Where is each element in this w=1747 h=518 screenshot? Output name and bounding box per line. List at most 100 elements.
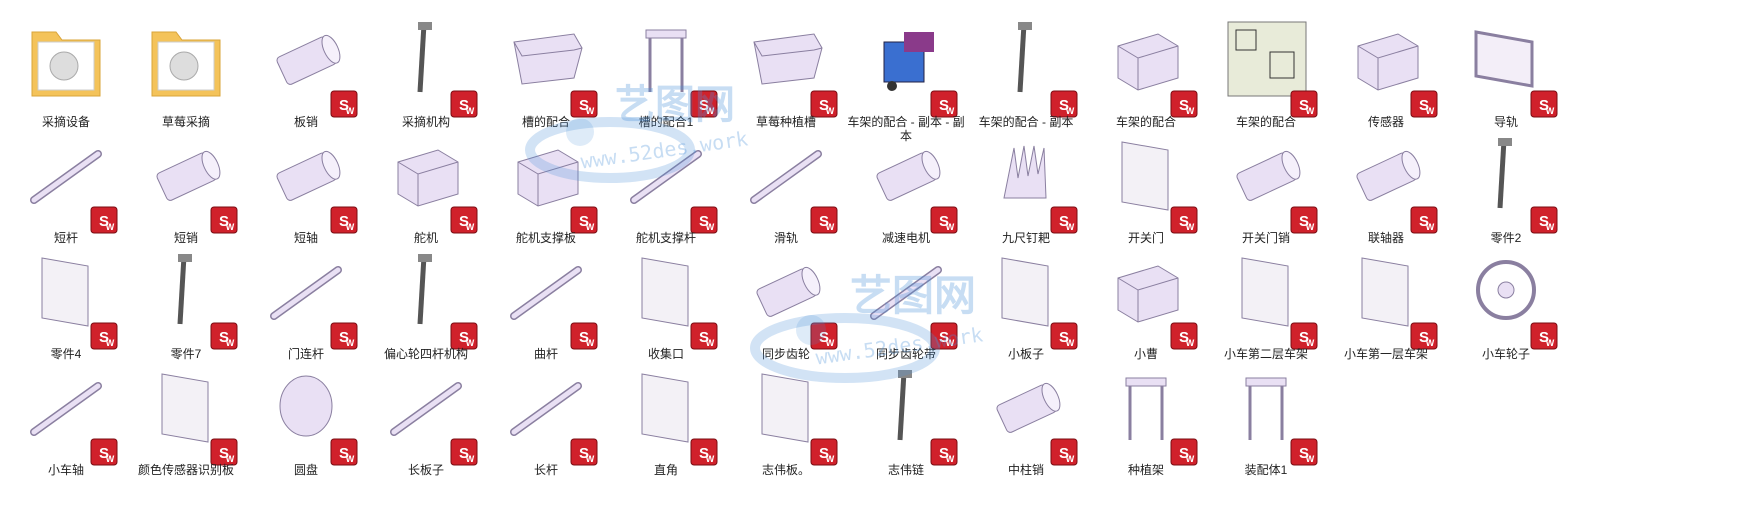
svg-text:S: S (1419, 329, 1429, 346)
solidworks-badge-icon: S W (570, 90, 598, 118)
svg-text:W: W (1306, 222, 1315, 232)
svg-text:S: S (939, 329, 949, 346)
file-label: 小车轴 (47, 463, 84, 477)
file-label: 开关门销 (1241, 231, 1290, 245)
part-thumbnail (624, 128, 708, 218)
file-label: 零件2 (1490, 231, 1522, 245)
folder-thumbnail (144, 12, 228, 102)
part-thumbnail (384, 244, 468, 334)
part-preview-icon (279, 375, 333, 437)
part-thumbnail (24, 244, 108, 334)
svg-text:S: S (1539, 97, 1549, 114)
solidworks-badge-icon: S W (90, 438, 118, 466)
file-label: 草莓采摘 (161, 115, 210, 129)
svg-text:S: S (699, 213, 709, 230)
svg-text:W: W (946, 338, 955, 348)
part-thumbnail (624, 244, 708, 334)
solidworks-badge-icon: S W (210, 438, 238, 466)
svg-text:S: S (699, 97, 709, 114)
file-label: 小车第二层车架 (1223, 347, 1308, 361)
svg-text:W: W (106, 222, 115, 232)
part-thumbnail (864, 244, 948, 334)
part-thumbnail (504, 128, 588, 218)
svg-text:S: S (579, 445, 589, 462)
solidworks-badge-icon: S W (1050, 206, 1078, 234)
file-item[interactable]: S W 小车轴 (6, 360, 126, 480)
file-item[interactable]: 草莓采摘 (126, 12, 246, 132)
svg-text:W: W (1546, 222, 1555, 232)
svg-text:S: S (939, 97, 949, 114)
svg-text:W: W (346, 106, 355, 116)
file-label: 减速电机 (881, 231, 930, 245)
solidworks-badge-icon: S W (450, 438, 478, 466)
svg-text:S: S (1059, 329, 1069, 346)
solidworks-badge-icon: S W (1170, 438, 1198, 466)
svg-text:W: W (1426, 338, 1435, 348)
solidworks-badge-icon: S W (90, 206, 118, 234)
solidworks-badge-icon: S W (450, 206, 478, 234)
svg-text:S: S (1179, 97, 1189, 114)
file-label: 板销 (293, 115, 318, 129)
svg-text:W: W (466, 338, 475, 348)
part-preview-icon (1356, 150, 1421, 201)
solidworks-badge-icon: S W (330, 322, 358, 350)
solidworks-badge-icon: S W (810, 438, 838, 466)
file-label: 中柱销 (1007, 463, 1044, 477)
svg-text:S: S (699, 329, 709, 346)
file-item[interactable]: 采摘设备 (6, 12, 126, 132)
part-thumbnail (1224, 12, 1308, 102)
file-label: 志伟板。 (761, 463, 810, 477)
part-preview-icon (156, 150, 221, 201)
part-preview-icon (417, 22, 432, 93)
part-thumbnail (384, 12, 468, 102)
svg-text:S: S (459, 97, 469, 114)
